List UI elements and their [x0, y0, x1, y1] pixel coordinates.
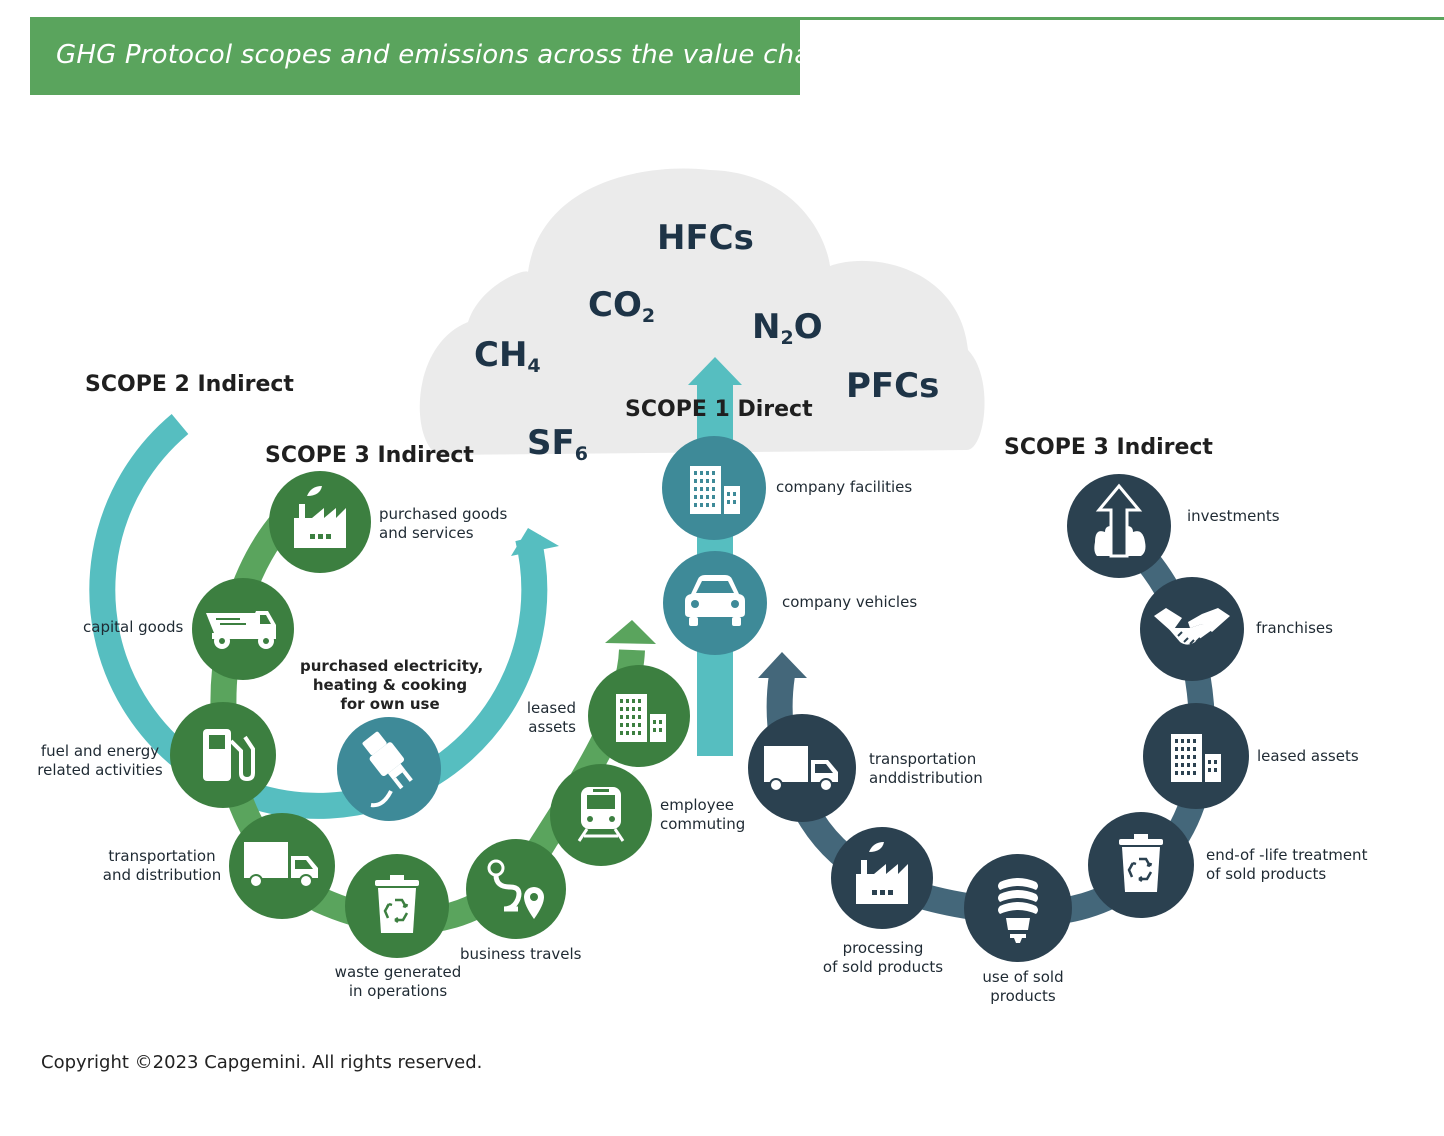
downstream-item-use-of-sold-products — [964, 854, 1072, 962]
upstream-item-fuel-energy — [170, 702, 276, 808]
downstream-item-end-of-life — [1088, 812, 1194, 918]
scope1-heading: SCOPE 1 Direct — [625, 397, 813, 422]
gas-sf6: SF6 — [527, 423, 588, 465]
gas-pfcs: PFCs — [846, 366, 940, 406]
emissions-cloud — [419, 168, 985, 455]
recycle-bin-icon — [1117, 832, 1165, 894]
gas-co2: CO2 — [588, 285, 656, 327]
downstream-item-investments — [1067, 474, 1171, 578]
title-banner: GHG Protocol scopes and emissions across… — [30, 18, 834, 95]
scope2-heading: SCOPE 2 Indirect — [85, 372, 294, 397]
label-company-vehicles: company vehicles — [782, 593, 918, 611]
gas-hfcs: HFCs — [657, 218, 754, 258]
copyright-notice: Copyright ©2023 Capgemini. All rights re… — [41, 1052, 483, 1073]
recycle-bin-icon — [373, 873, 421, 935]
scope3-upstream-heading: SCOPE 3 Indirect — [265, 443, 474, 468]
downstream-item-franchises — [1140, 577, 1244, 681]
scope1-item-company-vehicles — [663, 551, 767, 655]
gas-n2o: N2O — [752, 307, 823, 349]
label-company-facilities: company facilities — [776, 478, 913, 496]
upstream-item-leased-assets — [588, 665, 690, 767]
scope2-item-purchased-electricity — [337, 717, 441, 821]
scope1-item-company-facilities — [662, 436, 766, 540]
gas-ch4: CH4 — [474, 335, 541, 377]
page-title: GHG Protocol scopes and emissions across… — [56, 40, 835, 70]
scope3-downstream-heading: SCOPE 3 Indirect — [1004, 435, 1213, 460]
upstream-item-transportation — [229, 813, 335, 919]
downstream-item-transportation — [748, 714, 856, 822]
label-investments: investments — [1187, 507, 1280, 525]
label-capital-goods: capital goods — [83, 618, 184, 636]
upstream-item-purchased-goods — [269, 471, 371, 573]
downstream-item-leased-assets — [1143, 703, 1249, 809]
upstream-item-business-travels — [466, 839, 566, 939]
label-downstream-leased-assets: leased assets — [1257, 747, 1359, 765]
upstream-item-capital-goods — [192, 578, 294, 680]
label-franchises: franchises — [1256, 619, 1333, 637]
upstream-item-employee-commuting — [550, 764, 652, 866]
label-business-travels: business travels — [460, 945, 582, 963]
downstream-item-processing — [831, 827, 933, 929]
upstream-item-waste — [345, 854, 449, 958]
